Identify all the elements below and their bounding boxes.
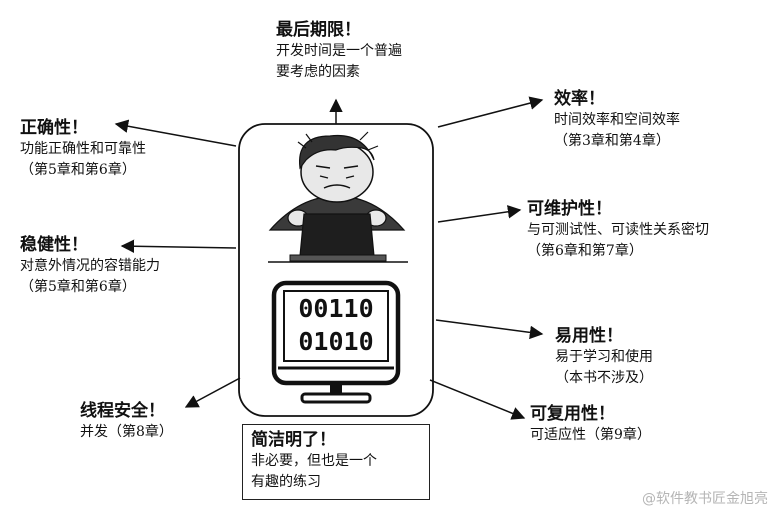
robustness-line-1: 对意外情况的容错能力 bbox=[20, 258, 160, 274]
deadline-line-1: 开发时间是一个普遍 bbox=[276, 43, 402, 59]
watermark: @软件教书匠金旭亮 bbox=[642, 491, 768, 507]
efficiency-title: 效率！ bbox=[554, 89, 605, 109]
simplicity-title: 简洁明了！ bbox=[251, 430, 336, 450]
label-usability: 易用性！ 易于学习和使用 （本书不涉及） bbox=[555, 325, 653, 389]
label-robustness: 稳健性！ 对意外情况的容错能力 （第5章和第6章） bbox=[20, 234, 160, 298]
label-reusability: 可复用性！ 可适应性（第9章） bbox=[530, 403, 651, 446]
label-simplicity-box: 简洁明了！ 非必要，但也是一个 有趣的练习 bbox=[242, 424, 430, 500]
correctness-title: 正确性！ bbox=[20, 118, 88, 138]
label-correctness: 正确性！ 功能正确性和可靠性 （第5章和第6章） bbox=[20, 117, 146, 181]
efficiency-line-1: 时间效率和空间效率 bbox=[554, 112, 680, 128]
arrow-efficiency bbox=[437, 96, 544, 128]
robustness-line-2: （第5章和第6章） bbox=[20, 279, 136, 295]
correctness-line-1: 功能正确性和可靠性 bbox=[20, 141, 146, 157]
correctness-line-2: （第5章和第6章） bbox=[20, 162, 136, 178]
simplicity-line-2: 有趣的练习 bbox=[251, 474, 321, 490]
binary-monitor-icon: 00110 01010 bbox=[271, 280, 401, 404]
usability-title: 易用性！ bbox=[555, 326, 623, 346]
maintainability-title: 可维护性！ bbox=[527, 199, 612, 219]
worried-developer-illustration bbox=[268, 131, 408, 263]
reusability-line-1: 可适应性（第9章） bbox=[530, 427, 651, 443]
simplicity-line-1: 非必要，但也是一个 bbox=[251, 453, 377, 469]
thread-safety-line-1: 并发（第8章） bbox=[80, 424, 173, 440]
deadline-line-2: 要考虑的因素 bbox=[276, 64, 360, 80]
maintainability-line-2: （第6章和第7章） bbox=[527, 243, 643, 259]
label-thread-safety: 线程安全！ 并发（第8章） bbox=[80, 400, 173, 443]
label-efficiency: 效率！ 时间效率和空间效率 （第3章和第4章） bbox=[554, 88, 680, 152]
arrow-usability bbox=[435, 319, 544, 340]
monitor-digits-row-2: 01010 bbox=[298, 327, 373, 356]
arrows bbox=[114, 96, 544, 420]
maintainability-line-1: 与可测试性、可读性关系密切 bbox=[527, 222, 709, 238]
monitor-digits-row-1: 00110 bbox=[298, 294, 373, 323]
label-deadline: 最后期限！ 开发时间是一个普遍 要考虑的因素 bbox=[276, 19, 402, 83]
deadline-title: 最后期限！ bbox=[276, 20, 361, 40]
thread-safety-title: 线程安全！ bbox=[80, 401, 165, 421]
arrow-thread-safety bbox=[184, 377, 241, 408]
efficiency-line-2: （第3章和第4章） bbox=[554, 133, 670, 149]
arrow-robustness bbox=[120, 239, 237, 253]
reusability-title: 可复用性！ bbox=[530, 404, 615, 424]
arrow-maintainability bbox=[437, 205, 522, 223]
arrow-correctness bbox=[114, 119, 237, 147]
label-maintainability: 可维护性！ 与可测试性、可读性关系密切 （第6章和第7章） bbox=[527, 198, 709, 262]
robustness-title: 稳健性！ bbox=[20, 235, 88, 255]
usability-line-1: 易于学习和使用 bbox=[555, 349, 653, 365]
arrow-reusability bbox=[429, 379, 526, 420]
usability-line-2: （本书不涉及） bbox=[555, 370, 653, 386]
